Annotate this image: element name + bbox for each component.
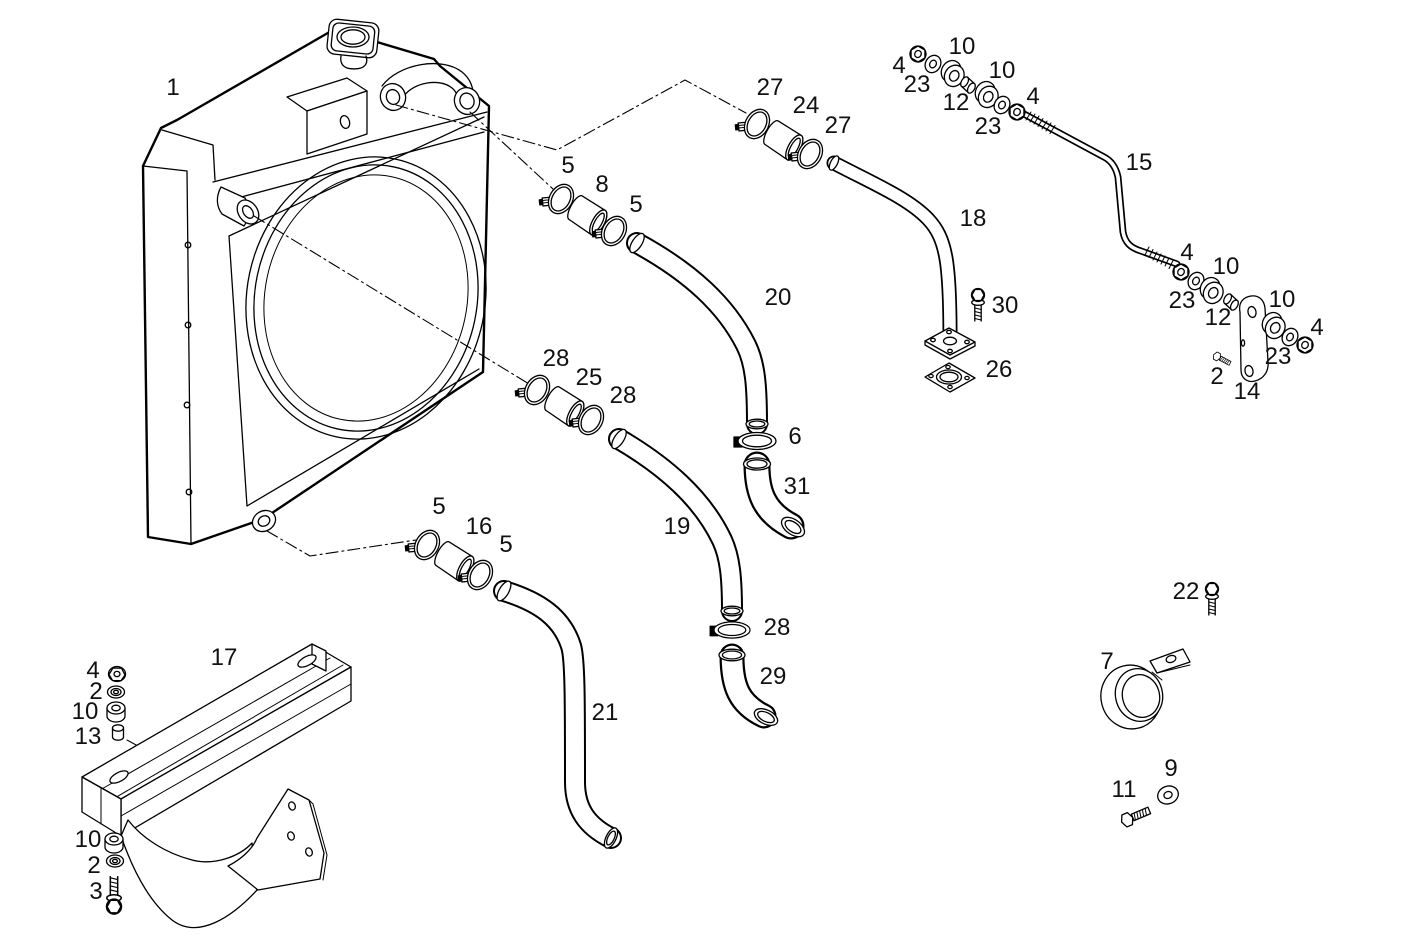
radiator bbox=[141, 18, 491, 546]
hose-19 bbox=[608, 428, 744, 622]
bolt-30 bbox=[970, 287, 986, 322]
filler-cap bbox=[326, 18, 380, 70]
hose-21 bbox=[493, 580, 622, 849]
spacer bbox=[1220, 291, 1242, 313]
bolt-22 bbox=[1204, 581, 1220, 616]
top-ports-manifold bbox=[379, 63, 481, 116]
top-left-notch bbox=[161, 129, 216, 181]
pipe-18 bbox=[826, 155, 976, 360]
bracket-slot bbox=[109, 770, 129, 784]
bracket-slot bbox=[297, 654, 317, 668]
fan-shroud-ring-mid bbox=[253, 164, 479, 432]
bracket-plate-14 bbox=[1238, 295, 1269, 383]
side-panel-hole bbox=[183, 401, 191, 409]
tie-rod-15 bbox=[1020, 110, 1181, 269]
hex-nut bbox=[107, 665, 127, 683]
pipe-flange bbox=[924, 327, 976, 360]
side-panel-hole bbox=[185, 488, 193, 496]
bracket-arm bbox=[120, 819, 258, 929]
bushing bbox=[106, 701, 126, 723]
bolt bbox=[105, 875, 123, 915]
clamp-28 bbox=[709, 621, 751, 639]
hose-20 bbox=[626, 232, 769, 435]
rod-mount-upper bbox=[906, 42, 1029, 124]
bolt-11 bbox=[1118, 803, 1153, 829]
washer bbox=[105, 854, 125, 868]
screw-2 bbox=[1211, 350, 1233, 368]
clamp-sleeve-27-24-27 bbox=[731, 100, 829, 175]
clamp-6 bbox=[733, 431, 777, 451]
top-bracket-tab bbox=[286, 77, 368, 155]
fan-shroud-ring-outer bbox=[245, 156, 487, 440]
fan-shroud-ring-inner bbox=[263, 174, 469, 422]
hardware-stack-upper bbox=[106, 665, 127, 741]
clamp-sleeve-5-16-5 bbox=[401, 521, 499, 596]
side-panel-hole bbox=[184, 321, 192, 329]
hardware-stack-lower bbox=[104, 832, 125, 915]
washer-9 bbox=[1157, 785, 1179, 805]
bushing bbox=[104, 832, 124, 854]
top-tank-edge bbox=[212, 111, 488, 183]
clamp-sleeve-28-25-28 bbox=[511, 366, 610, 441]
spacer-sleeve bbox=[111, 724, 125, 741]
gasket-26 bbox=[924, 362, 976, 393]
elbow-31 bbox=[742, 451, 806, 540]
left-port bbox=[216, 186, 260, 227]
side-panel-edge bbox=[142, 165, 192, 545]
elbow-29 bbox=[718, 643, 779, 729]
mounting-bracket bbox=[81, 643, 352, 929]
side-panel-hole bbox=[184, 241, 192, 249]
bottom-port bbox=[251, 509, 277, 533]
rod-mount-lower bbox=[1169, 260, 1317, 383]
bracket-gusset bbox=[227, 788, 325, 891]
washer bbox=[106, 685, 126, 699]
clamp-sleeve-5-8-5 bbox=[535, 175, 633, 252]
clamp-7 bbox=[1100, 648, 1191, 730]
